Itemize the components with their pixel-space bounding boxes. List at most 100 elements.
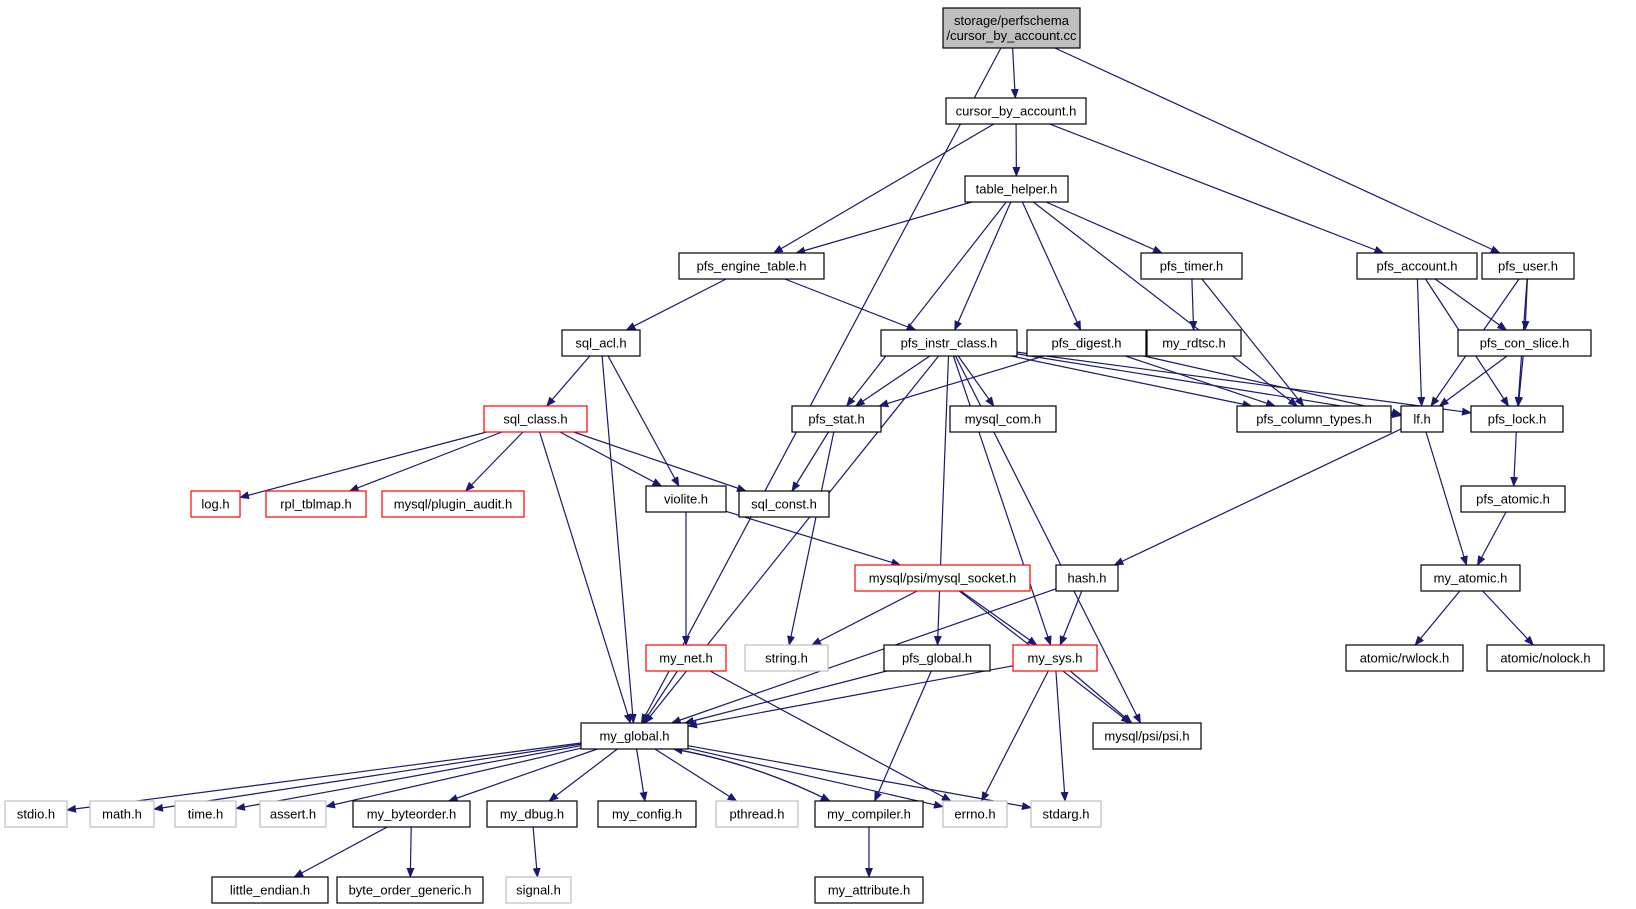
- node-label: mysql/psi/psi.h: [1104, 729, 1189, 744]
- node-box: [597, 800, 697, 828]
- node-label: my_compiler.h: [827, 807, 911, 822]
- node-pfs-stat-h[interactable]: pfs_stat.h: [791, 405, 882, 433]
- node-my-rdtsc-h[interactable]: my_rdtsc.h: [1146, 329, 1242, 357]
- node-box: [174, 800, 237, 828]
- node-errno-h[interactable]: errno.h: [942, 800, 1008, 828]
- node-string-h[interactable]: string.h: [744, 644, 829, 672]
- node-box: [1030, 800, 1102, 828]
- node-time-h[interactable]: time.h: [174, 800, 237, 828]
- node-box: [1146, 329, 1242, 357]
- node-cursor-by-account-h[interactable]: cursor_by_account.h: [945, 97, 1087, 125]
- node-pfs-engine-table-h[interactable]: pfs_engine_table.h: [678, 252, 825, 280]
- node-stdio-h[interactable]: stdio.h: [4, 800, 68, 828]
- node-violite-h[interactable]: violite.h: [645, 485, 727, 513]
- node-box: [381, 490, 525, 518]
- node-my-sys-h[interactable]: my_sys.h: [1012, 644, 1098, 672]
- node-root[interactable]: storage/perfschema/cursor_by_account.cc: [942, 7, 1081, 49]
- node-mysql-com-h[interactable]: mysql_com.h: [949, 405, 1057, 433]
- node-assert-h[interactable]: assert.h: [259, 800, 327, 828]
- edge-hash-h-to-my-global-h: [670, 588, 1057, 724]
- node-rwlock-h[interactable]: atomic/rwlock.h: [1345, 644, 1464, 672]
- node-box: [854, 564, 1031, 592]
- node-label: table_helper.h: [976, 182, 1058, 197]
- edge-pfs-timer-h-to-pfs-column-types-h: [1201, 278, 1305, 407]
- node-pfs-atomic-h[interactable]: pfs_atomic.h: [1460, 485, 1566, 513]
- node-box: [1420, 564, 1521, 592]
- node-rpl-tblmap-h[interactable]: rpl_tblmap.h: [265, 490, 367, 518]
- edge-pfs-atomic-h-to-my-atomic-h: [1476, 511, 1507, 566]
- edge-sql-acl-h-to-my-global-h: [601, 355, 637, 724]
- node-table-helper-h[interactable]: table_helper.h: [964, 175, 1069, 203]
- node-pfs-account-h[interactable]: pfs_account.h: [1356, 252, 1478, 280]
- edge-pfs-lock-h-to-pfs-atomic-h: [1510, 431, 1519, 487]
- node-math-h[interactable]: math.h: [89, 800, 155, 828]
- node-hash-h[interactable]: hash.h: [1055, 564, 1119, 592]
- node-pfs-global-h[interactable]: pfs_global.h: [883, 644, 991, 672]
- node-label: pfs_global.h: [902, 651, 972, 666]
- node-little-endian-h[interactable]: little_endian.h: [211, 876, 329, 904]
- node-lf-h[interactable]: lf.h: [1400, 405, 1444, 433]
- node-label: errno.h: [954, 807, 995, 822]
- node-label: math.h: [102, 807, 142, 822]
- node-label: stdarg.h: [1043, 807, 1090, 822]
- node-box: [265, 490, 367, 518]
- node-my-compiler-h[interactable]: my_compiler.h: [814, 800, 924, 828]
- node-box: [561, 329, 641, 357]
- node-label: my_atomic.h: [1434, 571, 1508, 586]
- node-pfs-lock-h[interactable]: pfs_lock.h: [1470, 405, 1564, 433]
- edge-sql-acl-h-to-violite-h: [607, 355, 680, 487]
- node-my-global-h[interactable]: my_global.h: [580, 722, 689, 750]
- edge-root-to-cursor-by-account-h: [1010, 47, 1019, 99]
- node-pfs-con-slice-h[interactable]: pfs_con_slice.h: [1457, 329, 1592, 357]
- edge-my-global-h-to-math-h: [153, 743, 582, 812]
- node-stdarg-h[interactable]: stdarg.h: [1030, 800, 1102, 828]
- node-mysql-socket-h[interactable]: mysql/psi/mysql_socket.h: [854, 564, 1031, 592]
- node-my-atomic-h[interactable]: my_atomic.h: [1420, 564, 1521, 592]
- node-nolock-h[interactable]: atomic/nolock.h: [1486, 644, 1605, 672]
- node-my-net-h[interactable]: my_net.h: [645, 644, 727, 672]
- node-pfs-column-types-h[interactable]: pfs_column_types.h: [1236, 405, 1392, 433]
- node-pfs-timer-h[interactable]: pfs_timer.h: [1140, 252, 1243, 280]
- node-my-byteorder-h[interactable]: my_byteorder.h: [352, 800, 471, 828]
- node-pthread-h[interactable]: pthread.h: [715, 800, 799, 828]
- node-signal-h[interactable]: signal.h: [505, 876, 572, 904]
- node-box: [1236, 405, 1392, 433]
- edge-root-to-my-global-h: [640, 47, 1002, 724]
- node-label: mysql/plugin_audit.h: [394, 497, 513, 512]
- node-byte-order-generic-h[interactable]: byte_order_generic.h: [336, 876, 484, 904]
- node-plugin-audit-h[interactable]: mysql/plugin_audit.h: [381, 490, 525, 518]
- node-label: cursor_by_account.h: [956, 104, 1077, 119]
- node-box: [352, 800, 471, 828]
- node-label: storage/perfschema: [954, 13, 1070, 28]
- node-box: [814, 800, 924, 828]
- node-box: [211, 876, 329, 904]
- node-log-h[interactable]: log.h: [190, 490, 241, 518]
- node-box: [1356, 252, 1478, 280]
- node-pfs-user-h[interactable]: pfs_user.h: [1481, 252, 1575, 280]
- edge-pfs-stat-h-to-string-h: [787, 431, 835, 646]
- edge-pfs-instr-class-h-to-my-global-h: [644, 355, 940, 724]
- node-sql-acl-h[interactable]: sql_acl.h: [561, 329, 641, 357]
- node-sql-class-h[interactable]: sql_class.h: [483, 405, 588, 433]
- node-label: pfs_account.h: [1377, 259, 1458, 274]
- node-box: [1140, 252, 1243, 280]
- node-pfs-digest-h[interactable]: pfs_digest.h: [1026, 329, 1147, 357]
- node-label: atomic/rwlock.h: [1360, 651, 1450, 666]
- node-label: pfs_stat.h: [808, 412, 864, 427]
- edge-my-global-h-to-time-h: [235, 745, 582, 811]
- edge-my-sys-h-to-psi-h: [1069, 670, 1133, 724]
- node-box: [580, 722, 689, 750]
- node-label: violite.h: [664, 492, 708, 507]
- node-pfs-instr-class-h[interactable]: pfs_instr_class.h: [880, 329, 1018, 357]
- node-label: my_net.h: [659, 651, 712, 666]
- node-label: byte_order_generic.h: [349, 883, 472, 898]
- node-sql-const-h[interactable]: sql_const.h: [738, 490, 830, 518]
- node-my-dbug-h[interactable]: my_dbug.h: [486, 800, 578, 828]
- node-my-config-h[interactable]: my_config.h: [597, 800, 697, 828]
- node-psi-h[interactable]: mysql/psi/psi.h: [1092, 722, 1202, 750]
- node-my-attribute-h[interactable]: my_attribute.h: [814, 876, 924, 904]
- edge-table-helper-h-to-pfs-digest-h: [1021, 201, 1082, 331]
- node-label: my_byteorder.h: [367, 807, 457, 822]
- edge-sql-class-h-to-violite-h: [559, 431, 663, 487]
